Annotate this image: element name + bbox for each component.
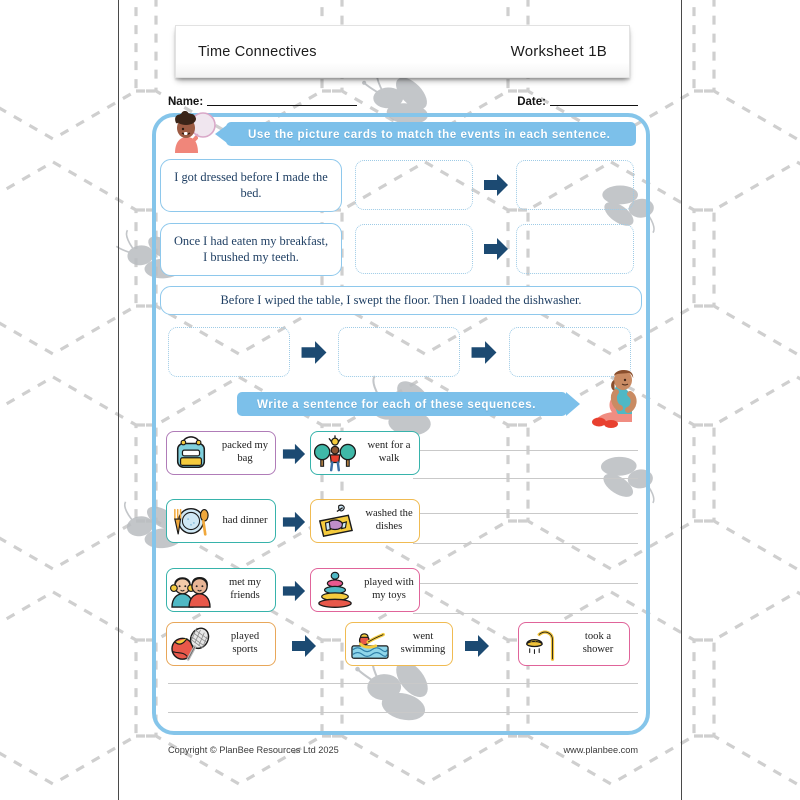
washing-dishes-icon (311, 500, 359, 542)
sentence-box-3: Before I wiped the table, I swept the fl… (160, 286, 642, 315)
arrow-card-row2-icon (282, 511, 306, 533)
girl-sitting-illustration (592, 369, 637, 428)
picture-card-played-sports[interactable]: played sports (166, 622, 276, 666)
arrow-row2-icon (484, 238, 508, 260)
sequence-box-1[interactable] (168, 327, 290, 377)
footer: Copyright © PlanBee Resources Ltd 2025 w… (168, 745, 638, 755)
sentence-text-1: I got dressed before I made the bed. (174, 170, 328, 200)
name-label: Name: (168, 96, 204, 108)
picture-card-label: took a shower (582, 631, 614, 655)
arrow-row1-icon (484, 174, 508, 196)
picture-card-went-swimming[interactable]: went swimming (345, 622, 453, 666)
worksheet-label: Worksheet 1B (510, 43, 607, 60)
arrow-sequence-2-icon (471, 341, 497, 364)
picture-card-played-with-my-toys[interactable]: played with my toys (310, 568, 420, 612)
dinner-plate-icon (167, 500, 215, 542)
sequence-box-2[interactable] (338, 327, 460, 377)
date-input-line[interactable] (550, 105, 638, 106)
title-plaque: Time Connectives Worksheet 1B (175, 25, 630, 78)
backpack-icon (167, 432, 215, 474)
girl-with-magnifier-illustration (175, 111, 216, 153)
answer-box-row2-second[interactable] (516, 224, 634, 274)
instruction-banner-1: Use the picture cards to match the event… (215, 122, 636, 146)
picture-card-label: had dinner (222, 514, 268, 526)
name-input-line[interactable] (207, 105, 358, 106)
page-title: Time Connectives (198, 43, 317, 60)
writing-line-8 (168, 712, 638, 713)
picture-card-label: played sports (230, 631, 260, 655)
sentence-box-2: Once I had eaten my breakfast, I brushed… (160, 223, 342, 276)
picture-card-label: packed my bag (221, 440, 269, 464)
writing-line-5 (413, 583, 638, 584)
instruction-banner-2-text: Write a sentence for each of these seque… (257, 397, 537, 411)
two-friends-icon (167, 569, 215, 611)
arrow-card-row4-second-icon (465, 635, 489, 657)
picture-card-went-for-a-walk[interactable]: went for a walk (310, 431, 420, 475)
picture-card-label: went for a walk (367, 440, 411, 464)
answer-box-row1-first[interactable] (355, 160, 473, 210)
picture-card-had-dinner[interactable]: had dinner (166, 499, 276, 543)
swimming-icon (346, 623, 394, 665)
ball-racket-icon (167, 623, 215, 665)
picture-card-met-my-friends[interactable]: met my friends (166, 568, 276, 612)
shower-icon (519, 623, 567, 665)
answer-box-row2-first[interactable] (355, 224, 473, 274)
walk-park-icon (311, 432, 359, 474)
picture-card-label: washed the dishes (365, 508, 413, 532)
date-field-group[interactable]: Date: (517, 96, 638, 108)
sentence-box-1: I got dressed before I made the bed. (160, 159, 342, 212)
writing-line-2 (413, 478, 638, 479)
writing-line-1 (413, 450, 638, 451)
name-date-row: Name: Date: (168, 88, 638, 108)
writing-line-7 (168, 683, 638, 684)
picture-card-took-a-shower[interactable]: took a shower (518, 622, 630, 666)
writing-line-3 (413, 513, 638, 514)
arrow-sequence-1-icon (301, 341, 327, 364)
picture-card-label: went swimming (400, 631, 446, 655)
website-text: www.planbee.com (563, 745, 638, 755)
picture-card-packed-my-bag[interactable]: packed my bag (166, 431, 276, 475)
date-label: Date: (517, 96, 546, 108)
picture-card-label: met my friends (228, 577, 262, 601)
sentence-text-2: Once I had eaten my breakfast, I brushed… (173, 234, 329, 264)
writing-line-4 (413, 543, 638, 544)
writing-line-6 (413, 613, 638, 614)
answer-box-row1-second[interactable] (516, 160, 634, 210)
name-field-group[interactable]: Name: (168, 96, 358, 108)
arrow-card-row3-icon (282, 580, 306, 602)
copyright-text: Copyright © PlanBee Resources Ltd 2025 (168, 745, 339, 755)
picture-card-label: played with my toys (364, 577, 414, 601)
arrow-card-row1-icon (282, 443, 306, 465)
arrow-card-row4-first-icon (292, 635, 316, 657)
sentence-text-3: Before I wiped the table, I swept the fl… (220, 292, 582, 307)
picture-card-washed-the-dishes[interactable]: washed the dishes (310, 499, 420, 543)
instruction-banner-1-text: Use the picture cards to match the event… (248, 127, 611, 141)
instruction-banner-2: Write a sentence for each of these seque… (237, 392, 580, 416)
stacking-rings-icon (311, 569, 359, 611)
